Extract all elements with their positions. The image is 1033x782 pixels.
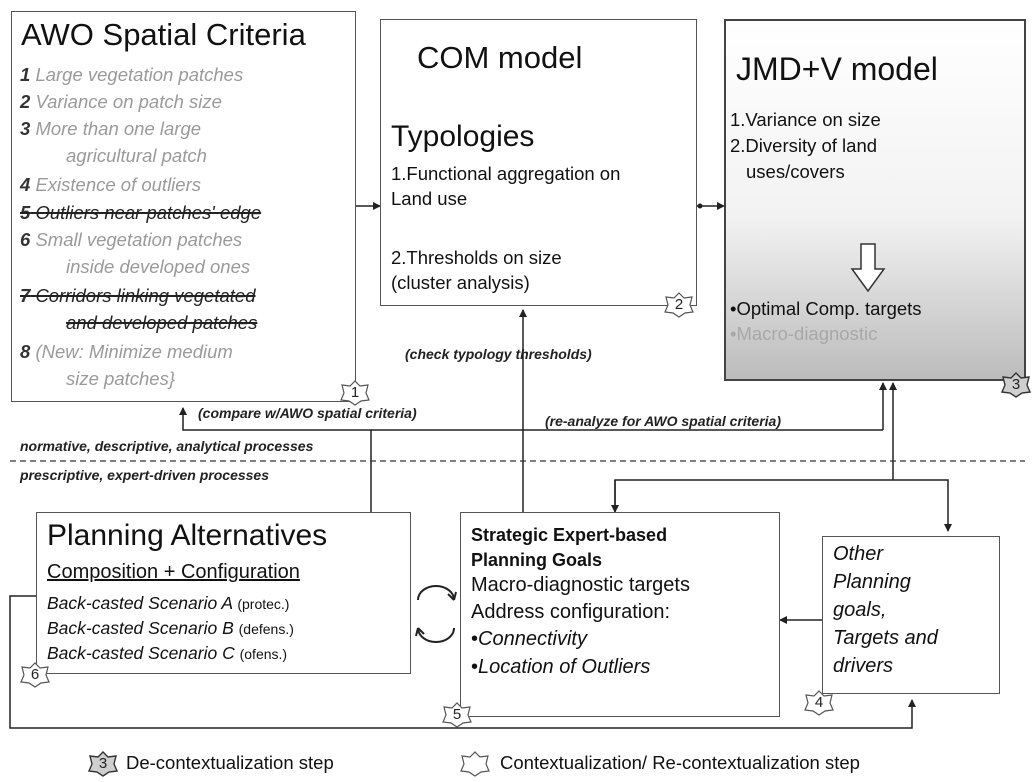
line-planning-to-awo <box>179 407 372 512</box>
criterion-8-cont: size patches} <box>66 368 176 389</box>
com-subtitle: Typologies <box>391 120 535 153</box>
com-model-box: COM model Typologies 1.Functional aggreg… <box>380 19 697 306</box>
check-thresholds-label: (check typology thresholds) <box>405 346 592 362</box>
awo-criteria-box: AWO Spatial Criteria 1 Large vegetation … <box>11 11 356 402</box>
legend-context-label: Contextualization/ Re-contextualization … <box>500 752 860 773</box>
awo-title: AWO Spatial Criteria <box>21 17 306 52</box>
criterion-7: 7 Corridors linking vegetated <box>20 285 256 306</box>
open-star-badge-icon <box>664 292 694 318</box>
step-badge-6: 6 <box>20 662 50 688</box>
open-star-badge-icon <box>804 690 834 716</box>
com-line-2a: 2.Thresholds on size <box>391 247 562 268</box>
step-badge-3: 3 <box>1001 372 1031 398</box>
com-title: COM model <box>417 40 583 75</box>
criterion-5: 5 Outliers near patches' edge <box>20 202 262 223</box>
jmd-line-2a: 2.Diversity of land <box>730 135 878 156</box>
planning-title: Planning Alternatives <box>47 519 328 552</box>
other-line-4: Targets and <box>833 627 938 649</box>
scenario-c: Back-casted Scenario C (ofens.) <box>47 643 288 663</box>
planning-alternatives-box: Planning Alternatives Composition + Conf… <box>36 512 411 674</box>
filled-star-badge-icon <box>1001 372 1031 398</box>
criterion-6-cont: inside developed ones <box>66 256 251 277</box>
criterion-6: 6 Small vegetation patches <box>20 229 243 250</box>
strategic-bullet-2: •Location of Outliers <box>471 656 651 678</box>
step-badge-5: 5 <box>442 702 472 728</box>
strategic-line-2: Address configuration: <box>471 601 671 623</box>
jmd-bullet-1: •Optimal Comp. targets <box>730 298 922 319</box>
criterion-3-cont: agricultural patch <box>66 145 207 166</box>
strategic-goals-box: Strategic Expert-based Planning Goals Ma… <box>460 512 780 717</box>
filled-star-badge-icon <box>88 751 118 777</box>
strategic-title-2: Planning Goals <box>471 550 603 570</box>
legend-context-badge <box>460 751 490 777</box>
legend-decontext-label: De-contextualization step <box>126 752 334 773</box>
scenario-b: Back-casted Scenario B (defens.) <box>47 618 294 638</box>
jmd-line-2b: uses/covers <box>746 161 845 182</box>
open-star-badge-icon <box>20 662 50 688</box>
other-line-3: goals, <box>833 599 887 621</box>
criterion-7-cont: and developed patches <box>66 312 258 333</box>
compare-label: (compare w/AWO spatial criteria) <box>198 405 417 421</box>
other-goals-box: Other Planning goals, Targets and driver… <box>822 536 1000 694</box>
criterion-8: 8 (New: Minimize medium <box>20 341 233 362</box>
open-star-badge-icon <box>460 751 490 777</box>
down-arrow-icon <box>850 243 886 293</box>
com-line-1a: 1.Functional aggregation on <box>391 163 621 184</box>
other-line-5: drivers <box>833 655 894 677</box>
normative-label: normative, descriptive, analytical proce… <box>20 438 314 454</box>
open-star-badge-icon <box>340 380 370 406</box>
exchange-arrows-icon <box>415 585 457 643</box>
step-badge-1: 1 <box>340 380 370 406</box>
criterion-2: 2 Variance on patch size <box>20 91 222 112</box>
jmd-model-box: JMD+V model 1.Variance on size 2.Diversi… <box>724 19 1026 381</box>
com-line-1b: Land use <box>391 188 468 209</box>
strategic-bullet-1: •Connectivity <box>471 628 587 650</box>
scenario-a: Back-casted Scenario A (protec.) <box>47 593 290 613</box>
other-line-1: Other <box>833 543 884 565</box>
criterion-1: 1 Large vegetation patches <box>20 64 244 85</box>
other-line-2: Planning <box>833 571 911 593</box>
reanalyze-label: (re-analyze for AWO spatial criteria) <box>545 413 781 429</box>
step-badge-4: 4 <box>804 690 834 716</box>
legend-decontext-badge: 3 <box>88 751 118 777</box>
strategic-title-1: Strategic Expert-based <box>471 525 668 545</box>
line-planning-to-other <box>9 595 916 729</box>
planning-subtitle: Composition + Configuration <box>47 561 300 583</box>
strategic-line-1: Macro-diagnostic targets <box>471 574 690 596</box>
criterion-3: 3 More than one large <box>20 118 202 139</box>
jmd-bullet-2: •Macro-diagnostic <box>730 323 878 344</box>
prescriptive-label: prescriptive, expert-driven processes <box>20 467 270 483</box>
jmd-line-1: 1.Variance on size <box>730 109 881 130</box>
open-star-badge-icon <box>442 702 472 728</box>
com-line-2b: (cluster analysis) <box>391 272 530 293</box>
step-badge-2: 2 <box>664 292 694 318</box>
jmd-title: JMD+V model <box>736 51 938 87</box>
criterion-4: 4 Existence of outliers <box>20 174 201 195</box>
